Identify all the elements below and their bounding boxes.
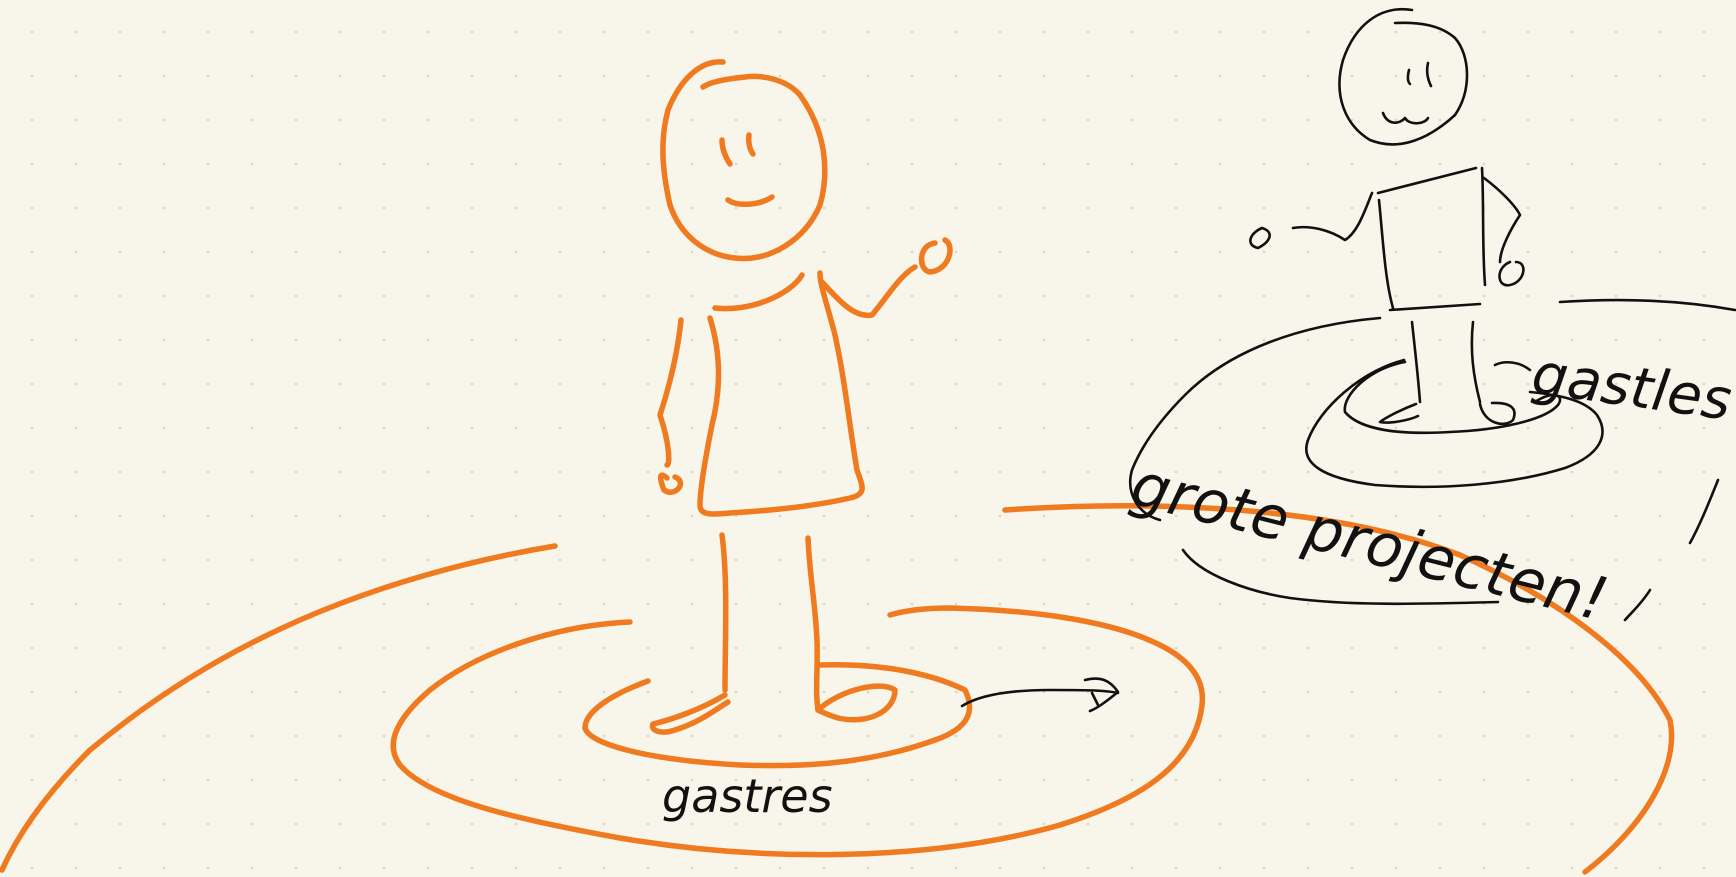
outer-circle-large-projects: [0, 503, 1675, 875]
label-gastles: gastles: [1528, 341, 1735, 433]
inner-circle-orange: [582, 661, 973, 769]
label-grote-projecten: grote projecten!: [1124, 450, 1614, 636]
middle-circle-orange: [390, 605, 1206, 858]
emphasis-strokes: [1623, 478, 1720, 622]
black-middle-circle: [1305, 358, 1604, 489]
orange-figure-legs: [719, 532, 821, 713]
orange-figure-feet: [649, 683, 898, 735]
black-stick-figure: [1249, 7, 1525, 426]
black-figure-legs: [1378, 320, 1516, 426]
orange-figure-right-arm: [819, 237, 953, 319]
orange-figure-body: [697, 270, 865, 517]
black-inner-circle: [1343, 360, 1562, 435]
orange-figure-head: [660, 59, 828, 262]
black-outer-circle: [1129, 298, 1736, 606]
orange-stick-figure: [649, 59, 953, 735]
outward-arrow: [960, 677, 1120, 713]
black-figure-arms: [1249, 176, 1525, 287]
black-figure-body: [1376, 166, 1487, 312]
orange-figure-left-arm: [657, 317, 684, 495]
black-figure-head: [1338, 7, 1469, 146]
label-gastres: gastres: [662, 769, 833, 823]
